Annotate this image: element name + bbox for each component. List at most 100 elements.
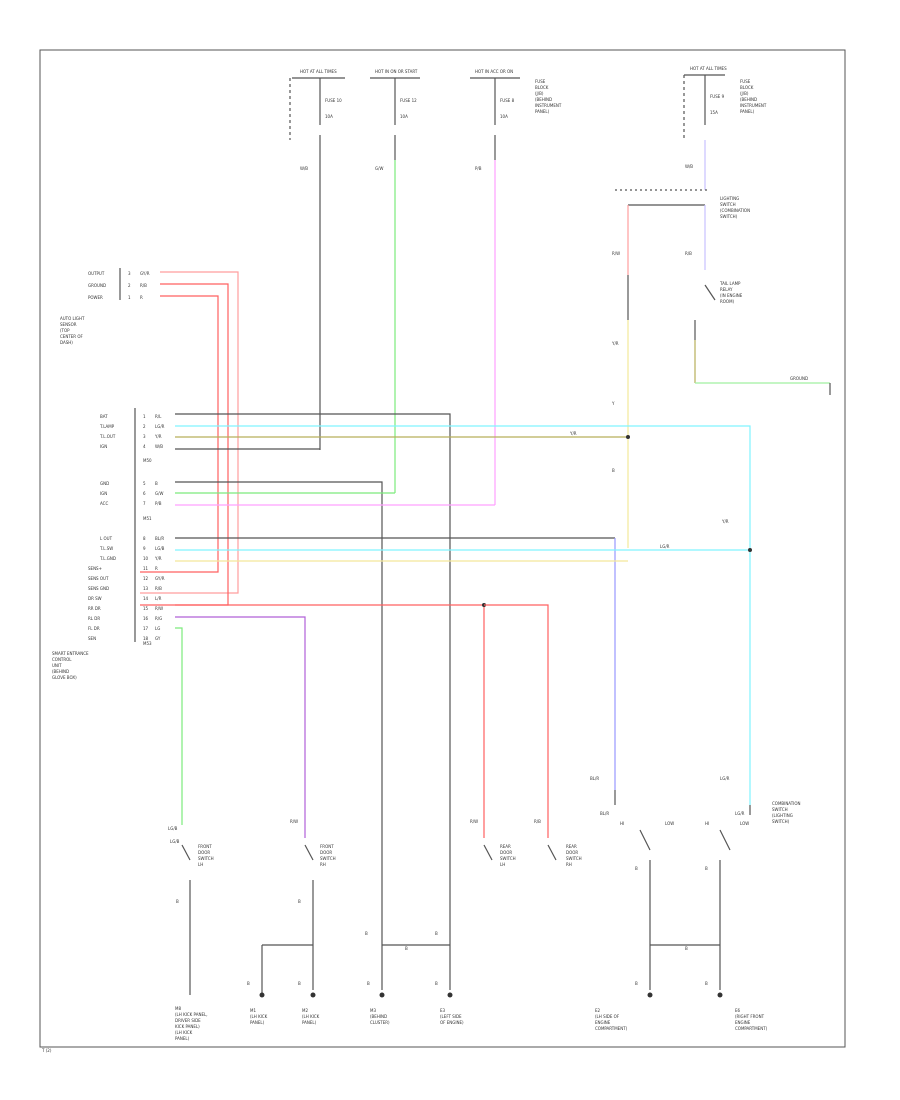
svg-text:BLOCK: BLOCK bbox=[535, 85, 549, 90]
ground-point-g6: B E6 (RIGHT FRONT ENGINE COMPARTMENT) bbox=[705, 981, 768, 1031]
svg-text:SWITCH: SWITCH bbox=[320, 856, 336, 861]
svg-text:(J/B): (J/B) bbox=[535, 91, 544, 96]
svg-text:3: 3 bbox=[143, 434, 146, 439]
wire-label-w4: W/B bbox=[685, 164, 693, 169]
wire-sensor-power bbox=[140, 295, 219, 573]
svg-text:B: B bbox=[705, 981, 708, 986]
svg-text:M3: M3 bbox=[370, 1008, 376, 1013]
svg-text:SWITCH: SWITCH bbox=[772, 807, 788, 812]
door-switch-1[interactable]: LG/B FRONT DOOR SWITCH LH bbox=[170, 839, 214, 945]
svg-text:(LH KICK: (LH KICK bbox=[250, 1014, 268, 1019]
svg-text:W/B: W/B bbox=[155, 444, 163, 449]
svg-text:PANEL): PANEL) bbox=[250, 1020, 265, 1025]
svg-text:FUSE: FUSE bbox=[740, 79, 751, 84]
svg-text:R/W: R/W bbox=[155, 606, 163, 611]
tail-lamp-label: TAIL LAMP RELAY (IN ENGINE ROOM) bbox=[719, 281, 743, 304]
junction-t2 bbox=[748, 548, 752, 552]
svg-text:(BEHIND: (BEHIND bbox=[535, 97, 552, 102]
svg-text:R/B: R/B bbox=[140, 283, 147, 288]
svg-text:GY/R: GY/R bbox=[155, 576, 165, 581]
svg-text:SENSOR: SENSOR bbox=[60, 322, 77, 327]
wire-label-tail: R/B bbox=[685, 251, 692, 256]
svg-text:R/B: R/B bbox=[155, 586, 162, 591]
relay-switch-blade bbox=[704, 284, 716, 301]
svg-text:BLOCK: BLOCK bbox=[740, 85, 754, 90]
door-switch-4[interactable]: R/B REAR DOOR SWITCH RH bbox=[534, 819, 582, 867]
ground-wire-label-5: B bbox=[405, 946, 408, 951]
svg-text:BL/R: BL/R bbox=[155, 536, 164, 541]
svg-text:ACC: ACC bbox=[100, 501, 108, 506]
svg-text:B: B bbox=[298, 981, 301, 986]
auto-light-connector: OUTPUT 3 GY/R GROUND 2 R/B POWER 1 R AUT… bbox=[60, 268, 150, 345]
svg-text:REAR: REAR bbox=[500, 844, 511, 849]
wire-tlamp bbox=[175, 425, 751, 805]
svg-text:PANEL): PANEL) bbox=[302, 1020, 317, 1025]
svg-text:(RIGHT FRONT: (RIGHT FRONT bbox=[735, 1014, 765, 1019]
svg-text:LG: LG bbox=[155, 626, 160, 631]
connector-id-c1: M50 bbox=[143, 458, 152, 463]
svg-text:7: 7 bbox=[143, 501, 146, 506]
svg-text:R/W: R/W bbox=[470, 819, 478, 824]
svg-text:1: 1 bbox=[143, 414, 146, 419]
svg-text:T.LAMP: T.LAMP bbox=[99, 424, 115, 429]
fuse-4-number: FUSE 9 bbox=[710, 94, 725, 99]
wire-label-w1: W/B bbox=[300, 166, 308, 171]
svg-text:E2: E2 bbox=[595, 1008, 601, 1013]
svg-text:ROOM): ROOM) bbox=[720, 299, 735, 304]
svg-text:(COMBINATION: (COMBINATION bbox=[720, 208, 750, 213]
svg-text:10: 10 bbox=[143, 556, 149, 561]
svg-text:SWITCH: SWITCH bbox=[720, 202, 736, 207]
svg-text:SWITCH): SWITCH) bbox=[720, 214, 738, 219]
svg-text:3: 3 bbox=[128, 271, 131, 276]
svg-text:P/B: P/B bbox=[155, 501, 162, 506]
svg-text:(BEHIND: (BEHIND bbox=[52, 669, 69, 674]
door-switch-3[interactable]: R/W REAR DOOR SWITCH LH bbox=[470, 819, 516, 867]
svg-text:DASH): DASH) bbox=[60, 340, 73, 345]
svg-text:SENS GND: SENS GND bbox=[88, 586, 109, 591]
svg-text:18: 18 bbox=[143, 636, 149, 641]
bus-label-t3: Y/R bbox=[721, 519, 729, 524]
svg-text:LG/R: LG/R bbox=[155, 424, 165, 429]
svg-text:CENTER OF: CENTER OF bbox=[60, 334, 83, 339]
svg-text:R/G: R/G bbox=[155, 616, 162, 621]
svg-text:M2: M2 bbox=[302, 1008, 308, 1013]
svg-text:LOW: LOW bbox=[740, 821, 749, 826]
fuse-3-number: FUSE 8 bbox=[500, 98, 515, 103]
fuse-2-number: FUSE 12 bbox=[400, 98, 417, 103]
svg-text:11: 11 bbox=[143, 566, 149, 571]
fuse-3-amp: 10A bbox=[500, 114, 508, 119]
svg-text:13: 13 bbox=[143, 586, 149, 591]
svg-text:GY: GY bbox=[155, 636, 161, 641]
svg-text:RL DR: RL DR bbox=[88, 616, 100, 621]
svg-text:B: B bbox=[367, 981, 370, 986]
right-switch-2[interactable]: LG/R HI LOW bbox=[705, 805, 751, 990]
ground-note: M8 (LH KICK PANEL, DRIVER SIDE KICK PANE… bbox=[175, 1006, 207, 1041]
wire-label-ys: Y bbox=[611, 401, 615, 406]
door-switch-2[interactable]: R/W FRONT DOOR SWITCH RH bbox=[290, 819, 336, 990]
wire-label-bl: BL/R bbox=[590, 776, 599, 781]
svg-text:(LH KICK: (LH KICK bbox=[302, 1014, 320, 1019]
svg-text:LH: LH bbox=[198, 862, 203, 867]
ground-wire-label-2: B bbox=[298, 899, 301, 904]
svg-text:ENGINE: ENGINE bbox=[735, 1020, 751, 1025]
svg-text:DR SW: DR SW bbox=[88, 596, 102, 601]
bus-label-t2: LG/R bbox=[660, 544, 670, 549]
svg-text:SWITCH: SWITCH bbox=[566, 856, 582, 861]
fuse-1-number: FUSE 10 bbox=[325, 98, 342, 103]
svg-text:12: 12 bbox=[143, 576, 149, 581]
svg-text:SEN: SEN bbox=[88, 636, 96, 641]
svg-text:G/W: G/W bbox=[155, 491, 163, 496]
ground-wire-label-8: B bbox=[685, 946, 688, 951]
bcm-connector: M50 M51 M53 BAT 1 R/L T.LAMP 2 LG/R T.L.… bbox=[88, 408, 165, 646]
right-switch-1[interactable]: BL/R HI LOW bbox=[600, 790, 674, 990]
svg-text:9: 9 bbox=[143, 546, 146, 551]
lighting-label: LIGHTING SWITCH (COMBINATION SWITCH) bbox=[720, 196, 750, 219]
svg-text:RH: RH bbox=[566, 862, 572, 867]
ground-point-g3: B M3 (BEHIND CLUSTER) bbox=[367, 981, 390, 1025]
fuse-4-amp: 15A bbox=[710, 110, 718, 115]
svg-text:FRONT: FRONT bbox=[320, 844, 334, 849]
wire-gnd bbox=[175, 481, 383, 990]
svg-text:SENS+: SENS+ bbox=[88, 566, 102, 571]
wire-door-2 bbox=[175, 616, 306, 838]
svg-text:INSTRUMENT: INSTRUMENT bbox=[535, 103, 562, 108]
